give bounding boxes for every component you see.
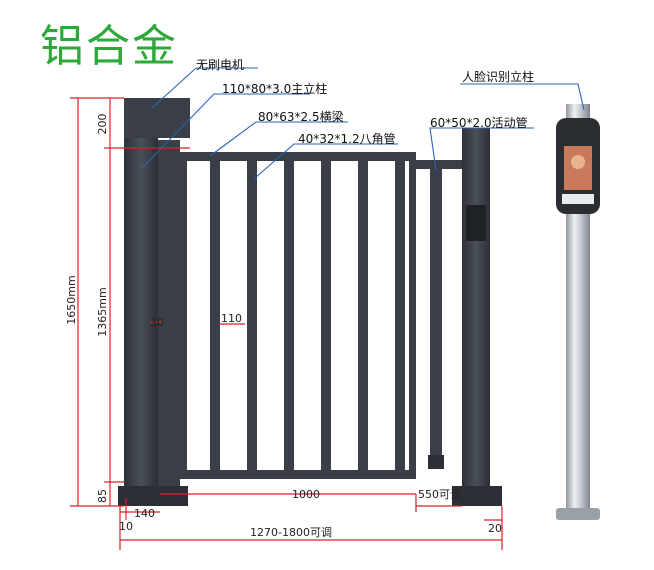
movable-tube [430, 165, 442, 465]
dim-left-10: 10 [119, 520, 133, 533]
dimension-lines [70, 97, 503, 550]
top-crossbeam [180, 152, 416, 161]
dim-overall: 1270-1800可调 [250, 526, 332, 539]
dim-bar-gap: 110 [221, 312, 242, 325]
motor-housing [124, 98, 190, 138]
callout-main-post: 110*80*3.0主立柱 [222, 82, 328, 96]
octagon-bars [210, 161, 405, 470]
leaf-right-stile [409, 152, 416, 479]
material-title: 铝合金 [40, 21, 178, 72]
hinge-post [158, 140, 180, 488]
movable-tube-foot [428, 455, 444, 469]
left-base-plate [118, 486, 188, 506]
callout-lines [141, 67, 585, 179]
dim-post-gap: 30 [150, 316, 164, 329]
gate-leaf [180, 152, 416, 479]
octagon-bar [284, 161, 294, 470]
movable-tube-top [416, 160, 464, 169]
face-recognition-post [556, 104, 600, 520]
bottom-crossbeam [180, 470, 416, 479]
dim-total-height: 1650mm [65, 275, 78, 324]
callout-octagon-tube: 40*32*1.2八角管 [298, 132, 396, 146]
callout-crossbeam: 80*63*2.5横梁 [258, 110, 344, 124]
octagon-bar [395, 161, 405, 470]
octagon-bar [321, 161, 331, 470]
dim-top-cap: 200 [96, 114, 109, 135]
dim-body-height: 1365mm [96, 287, 109, 336]
dim-left-140: 140 [134, 507, 155, 520]
dim-base: 85 [96, 489, 109, 503]
leaf-left-stile [180, 152, 187, 479]
callout-movable-tube: 60*50*2.0活动管 [430, 116, 528, 130]
terminal-label [562, 194, 594, 204]
dim-adjust-550: 550可调 [418, 488, 461, 501]
octagon-bar [247, 161, 257, 470]
right-post-body [462, 128, 490, 488]
callout-motor: 无刷电机 [196, 58, 245, 72]
octagon-bar [210, 161, 220, 470]
main-post [118, 98, 190, 506]
column-base [556, 508, 600, 520]
octagon-bar [358, 161, 368, 470]
right-base-plate [452, 486, 502, 506]
right-post [416, 128, 502, 506]
dim-right-20: 20 [488, 522, 502, 535]
callout-face-post: 人脸识别立柱 [462, 70, 535, 84]
main-post-body [124, 138, 158, 488]
face-avatar-icon [571, 155, 585, 169]
dim-gate-width: 1000 [292, 488, 320, 501]
keypad [466, 205, 486, 241]
